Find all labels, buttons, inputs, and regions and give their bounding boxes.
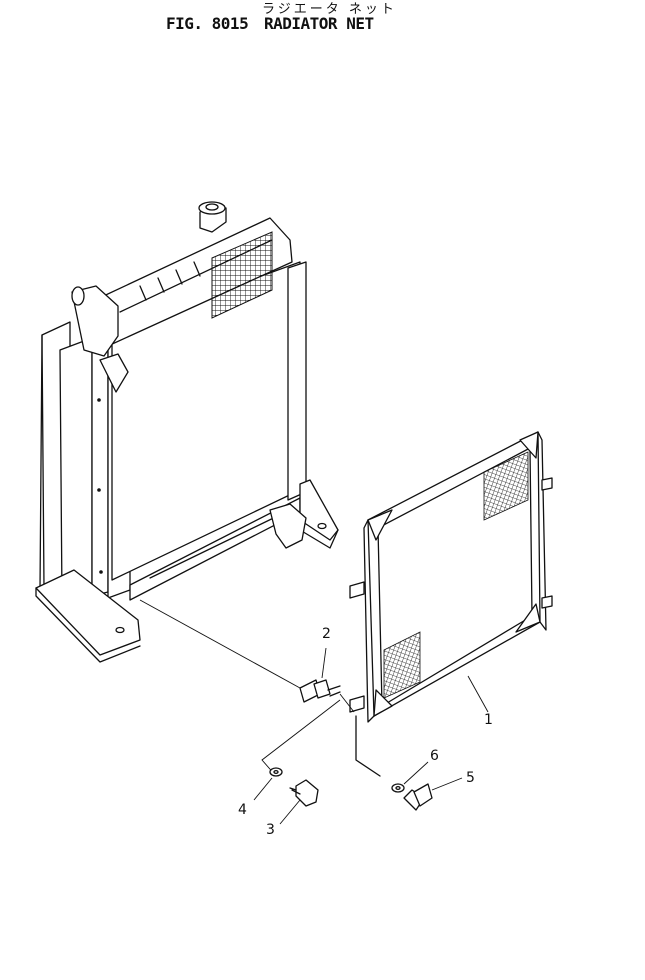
figure-title: RADIATOR NET (264, 14, 374, 33)
part-3-bolt (279, 779, 319, 825)
radiator-mount-bracket-right (269, 479, 339, 549)
figure-number: FIG. 8015 (166, 14, 249, 33)
callout-3: 3 (266, 822, 275, 838)
callout-5: 5 (466, 770, 475, 786)
radiator-net (349, 431, 553, 777)
part-2-bolt (299, 647, 355, 713)
part-4-washer (253, 767, 283, 801)
callout-6: 6 (430, 748, 439, 764)
radiator-assembly (35, 201, 339, 689)
callout-2: 2 (322, 626, 331, 642)
radiator-filler-cap (198, 201, 227, 233)
part-5-wing-bolt (403, 777, 463, 811)
figure-title-japanese: ラジエータ ネット (262, 2, 397, 17)
callout-4: 4 (238, 802, 247, 818)
part-6-washer (391, 761, 429, 793)
figure-header: ラジエータ ネット FIG. 8015 RADIATOR NET (0, 0, 645, 40)
assembly-leader-line (261, 699, 341, 777)
radiator-upper-outlet (71, 285, 129, 393)
callout-1: 1 (484, 712, 493, 728)
radiator-side-post (59, 337, 93, 601)
radiator-mount-bracket-left (35, 569, 141, 663)
